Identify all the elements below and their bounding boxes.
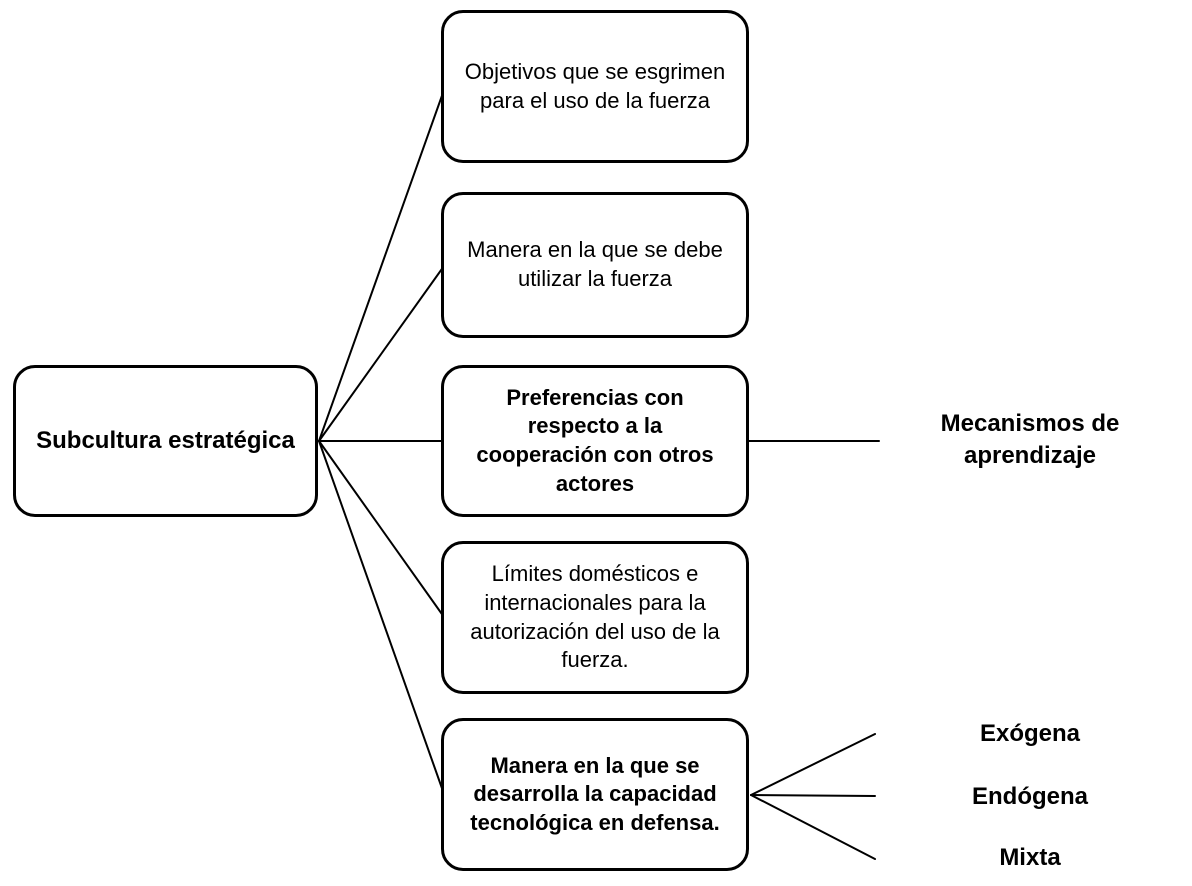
branch-node-label: Objetivos que se esgrimen para el uso de…: [464, 58, 726, 113]
connector-root-to-objetivos: [318, 89, 445, 442]
leaf-label-mixta: Mixta: [940, 841, 1120, 875]
branch-node-label: Manera en la que se desarrolla la capaci…: [470, 752, 720, 835]
leaf-label-mecanismos-de-aprendizaje: Mecanismos de aprendizaje: [905, 402, 1155, 478]
leaf-label-exogena: Exógena: [940, 717, 1120, 751]
connector-tecnologica-to-endogena: [750, 794, 876, 797]
root-node-label: Subcultura estratégica: [36, 427, 295, 455]
branch-node-capacidad-tecnologica: Manera en la que se desarrolla la capaci…: [441, 718, 749, 871]
leaf-label-text: Mecanismos de aprendizaje: [940, 409, 1120, 469]
branch-node-limites-autorizacion: Límites domésticos e internacionales par…: [441, 541, 749, 694]
root-node-subcultura-estrategica: Subcultura estratégica: [13, 365, 318, 517]
branch-node-manera-utilizar-fuerza: Manera en la que se debe utilizar la fue…: [441, 192, 749, 338]
connector-root-to-manera-uso: [318, 265, 445, 442]
leaf-label-text: Exógena: [979, 719, 1081, 747]
leaf-label-text: Mixta: [999, 843, 1061, 871]
branch-node-label: Manera en la que se debe utilizar la fue…: [467, 237, 723, 291]
connector-root-to-limites: [318, 440, 445, 618]
branch-node-objetivos-uso-fuerza: Objetivos que se esgrimen para el uso de…: [441, 10, 749, 163]
leaf-label-endogena: Endógena: [940, 780, 1120, 814]
connector-tecnologica-to-mixta: [750, 794, 876, 860]
branch-node-label: Límites domésticos e internacionales par…: [470, 561, 720, 673]
branch-node-label: Preferencias con respecto a la cooperaci…: [476, 384, 714, 496]
connector-tecnologica-to-exogena: [750, 733, 876, 796]
leaf-label-text: Endógena: [971, 782, 1088, 810]
branch-node-preferencias-cooperacion: Preferencias con respecto a la cooperaci…: [441, 365, 749, 517]
connector-root-to-tecnologica: [318, 440, 445, 795]
